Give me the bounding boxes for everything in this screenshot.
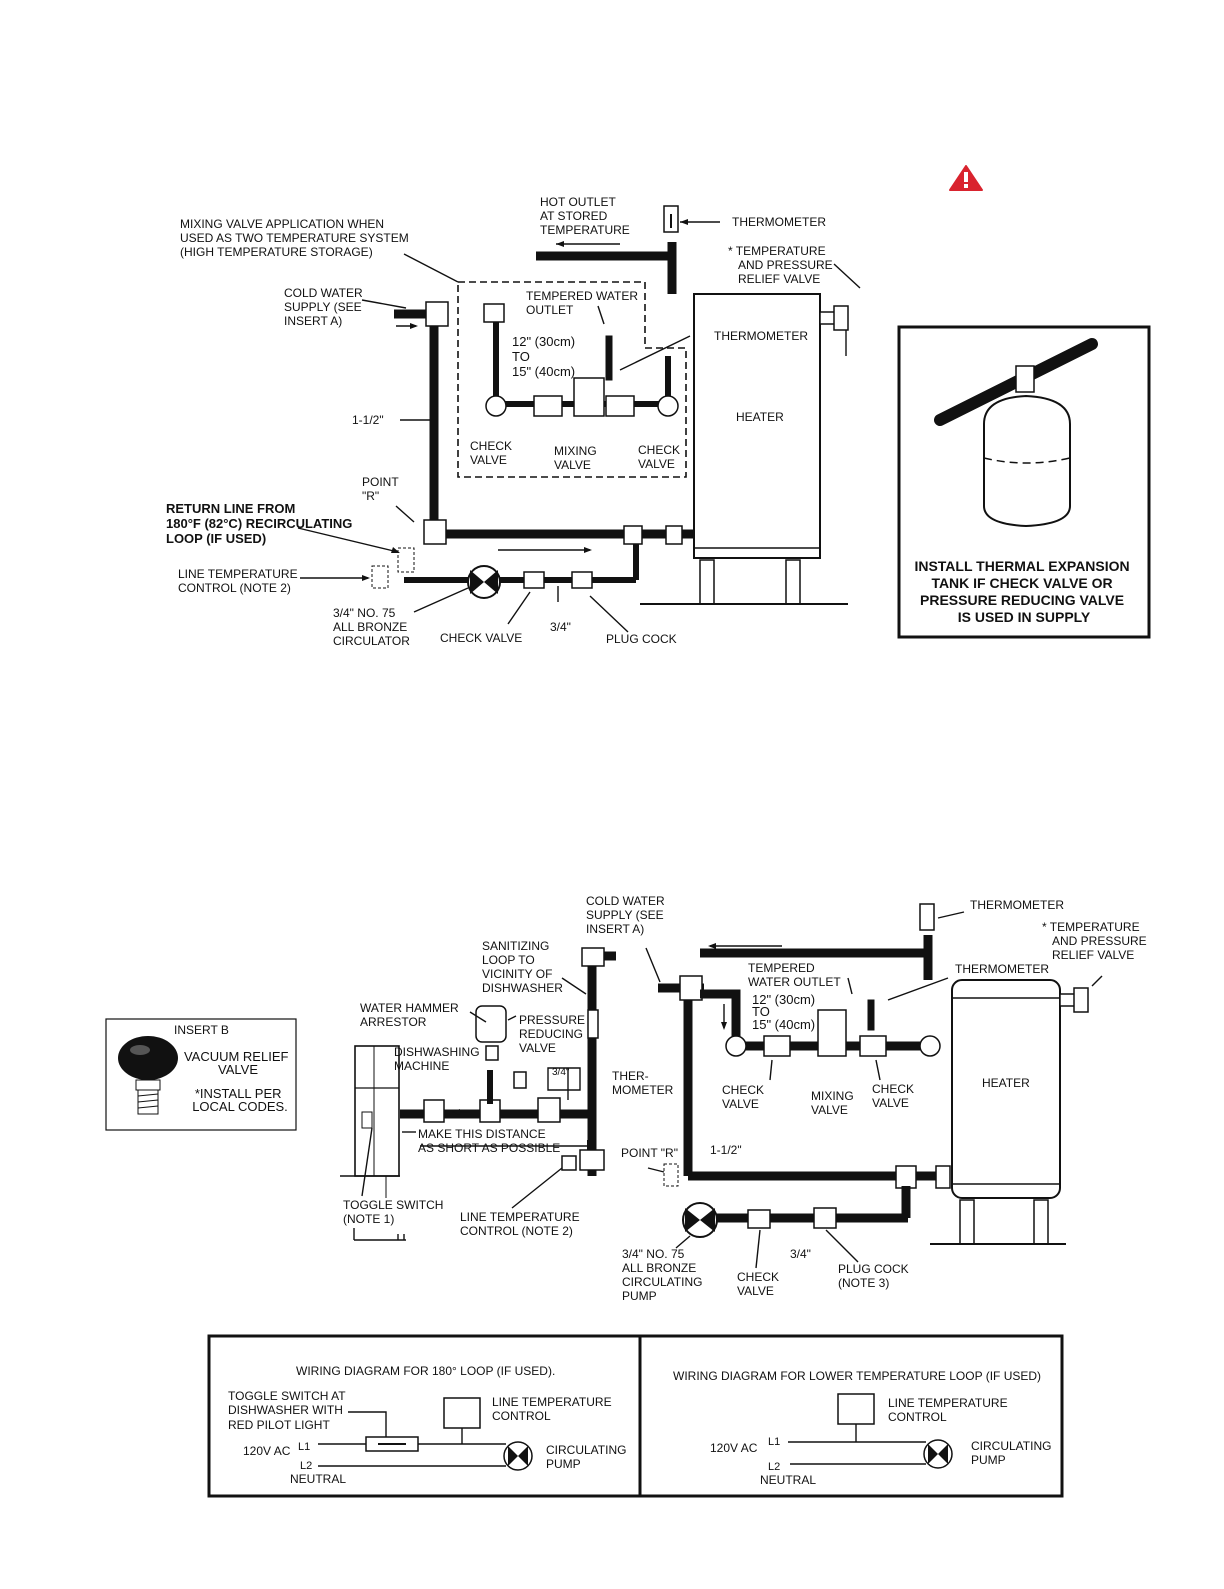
warning-icon (949, 165, 983, 191)
heater-tank-2 (930, 979, 1066, 1245)
check-valve-right-label: CHECK VALVE (638, 443, 683, 471)
return-line-label: RETURN LINE FROM 180°F (82°C) RECIRCULAT… (166, 501, 356, 546)
insert-b-vacuum-relief: INSERT B VACUUM RELIEF VALVE *INSTALL PE… (105, 1018, 297, 1131)
wiring-left-l1: L1 (298, 1441, 310, 1453)
mixing-valve-icon (817, 1009, 847, 1057)
check-valve-bottom-label: CHECK VALVE (440, 631, 522, 645)
dishwashing-machine-label: DISHWASHING MACHINE (394, 1045, 483, 1073)
circulating-pump-icon (503, 1441, 533, 1471)
plug-cock-icon (571, 571, 593, 589)
wiring-right-title: WIRING DIAGRAM FOR LOWER TEMPERATURE LOO… (673, 1369, 1041, 1383)
wiring-left-toggle-label: TOGGLE SWITCH AT DISHWASHER WITH RED PIL… (228, 1389, 349, 1432)
mixing-valve-boundary (457, 281, 687, 478)
plug-cock-label: PLUG COCK (606, 632, 677, 646)
vacuum-relief-valve-icon (118, 1036, 178, 1115)
distance-label: 12" (30cm) TO 15" (40cm) (512, 334, 579, 379)
distance-2-label: 12" (30cm) TO 15" (40cm) (752, 992, 819, 1032)
wiring-right-l1: L1 (768, 1436, 780, 1448)
wiring-left-control-label: LINE TEMPERATURE CONTROL (492, 1395, 615, 1423)
plug-cock-2-label: PLUG COCK (NOTE 3) (838, 1262, 912, 1290)
three-quarter-label: 3/4" (550, 620, 571, 634)
point-r-label: POINT "R" (362, 475, 402, 503)
circulator-label: 3/4" NO. 75 ALL BRONZE CIRCULATOR (333, 606, 411, 648)
circulator-icon (467, 565, 501, 599)
wiring-right-neutral: NEUTRAL (760, 1473, 816, 1487)
install-note-label: *INSTALL PER LOCAL CODES. (192, 1086, 288, 1114)
check-valve-icon (523, 571, 545, 589)
thermometer-icon (919, 903, 935, 931)
wiring-right-pump-label: CIRCULATING PUMP (971, 1439, 1055, 1467)
insert-a-expansion-tank: INSTALL THERMAL EXPANSION TANK IF CHECK … (897, 325, 1151, 639)
pipe-size-label: 1-1/2" (352, 413, 384, 427)
mixing-valve-label: MIXING VALVE (554, 444, 600, 472)
wiring-left-pump-label: CIRCULATING PUMP (546, 1443, 630, 1471)
wiring-left-voltage: 120V AC (243, 1444, 291, 1458)
insert-b-title: INSERT B (174, 1023, 229, 1037)
mixing-valve-2-label: MIXING VALVE (811, 1089, 857, 1117)
plug-cock-icon (813, 1207, 837, 1229)
line-temp-control-label: LINE TEMPERATURE CONTROL (NOTE 2) (178, 567, 301, 595)
three-quarter-bottom-label: 3/4" (790, 1247, 811, 1261)
check-valve-icon (533, 395, 563, 417)
check-valve-icon (605, 395, 635, 417)
wiring-diagrams: WIRING DIAGRAM FOR 180° LOOP (IF USED). … (207, 1334, 1064, 1498)
relief-valve-icon (1073, 987, 1089, 1013)
make-distance-label: MAKE THIS DISTANCE AS SHORT AS POSSIBLE (418, 1127, 560, 1155)
tp-relief-label: * TEMPERATURE AND PRESSURE RELIEF VALVE (728, 244, 836, 286)
tempered-outlet-2-label: TEMPERED WATER OUTLET (748, 961, 841, 989)
mixing-valve-icon (573, 377, 605, 417)
line-temp-control-box (837, 1393, 875, 1425)
pressure-reducing-label: PRESSURE REDUCING VALVE (519, 1013, 588, 1055)
heater-2-label: HEATER (982, 1076, 1030, 1090)
tempered-outlet-label: TEMPERED WATER OUTLET (526, 289, 641, 317)
cold-water-supply-2-label: COLD WATER SUPPLY (SEE INSERT A) (586, 894, 668, 936)
point-r-2-label: POINT "R" (621, 1146, 678, 1160)
wiring-right-l2: L2 (768, 1461, 780, 1473)
thermometer-icon (587, 1009, 599, 1039)
thermometer-label: THERMOMETER (732, 215, 826, 229)
heater-thermometer-2-label: THERMOMETER (955, 962, 1049, 976)
circulating-pump-label: 3/4" NO. 75 ALL BRONZE CIRCULATING PUMP (622, 1247, 706, 1303)
check-valve-icon (859, 1035, 887, 1057)
wiring-right-control-label: LINE TEMPERATURE CONTROL (888, 1396, 1011, 1424)
line-temp-control-2-label: LINE TEMPERATURE CONTROL (NOTE 2) (460, 1210, 583, 1238)
tp-relief-2-label: * TEMPERATURE AND PRESSURE RELIEF VALVE (1042, 920, 1150, 962)
heater-tank-1 (640, 293, 848, 605)
thermometer-2-label: THERMOMETER (970, 898, 1064, 912)
circulating-pump-icon (923, 1439, 953, 1469)
wiring-left-title: WIRING DIAGRAM FOR 180° LOOP (IF USED). (296, 1364, 555, 1378)
wiring-right-voltage: 120V AC (710, 1441, 758, 1455)
heater-label: HEATER (736, 410, 784, 424)
water-hammer-label: WATER HAMMER ARRESTOR (360, 1001, 462, 1029)
wiring-left-l2: L2 (300, 1460, 312, 1472)
pipe-size-2-label: 1-1/2" (710, 1143, 742, 1157)
pressure-reducing-valve-icon (475, 1005, 507, 1043)
vacuum-relief-label: VACUUM RELIEF VALVE (184, 1049, 292, 1077)
expansion-tank-icon (983, 394, 1071, 528)
check-valve-right-2-label: CHECK VALVE (872, 1082, 917, 1110)
check-valve-bottom-2-label: CHECK VALVE (737, 1270, 782, 1298)
toggle-switch-label: TOGGLE SWITCH (NOTE 1) (343, 1198, 447, 1226)
figure-1-two-temperature-system: MIXING VALVE APPLICATION WHEN USED AS TW… (166, 195, 861, 648)
heater-thermometer-label: THERMOMETER (714, 329, 808, 343)
mixing-valve-application-label: MIXING VALVE APPLICATION WHEN USED AS TW… (180, 217, 412, 259)
check-valve-icon (747, 1209, 771, 1229)
check-valve-left-2-label: CHECK VALVE (722, 1083, 767, 1111)
check-valve-left-label: CHECK VALVE (470, 439, 515, 467)
sanitizing-loop-label: SANITIZING LOOP TO VICINITY OF DISHWASHE… (482, 939, 563, 995)
three-quarter-top-label: 3/4" (552, 1067, 570, 1078)
wiring-left-neutral: NEUTRAL (290, 1472, 346, 1486)
hot-outlet-label: HOT OUTLET AT STORED TEMPERATURE (540, 195, 630, 237)
figure-2-dishwasher-system: COLD WATER SUPPLY (SEE INSERT A) THERMOM… (340, 894, 1150, 1303)
insert-a-caption: INSTALL THERMAL EXPANSION TANK IF CHECK … (914, 558, 1133, 625)
thermometer-side-label: THER- MOMETER (612, 1069, 674, 1097)
line-temp-control-box (443, 1397, 481, 1429)
cold-water-supply-label: COLD WATER SUPPLY (SEE INSERT A) (284, 286, 366, 328)
dishwashing-machine-icon (340, 1045, 400, 1198)
relief-valve-icon (833, 305, 849, 331)
circulating-pump-icon (682, 1202, 718, 1238)
check-valve-icon (763, 1035, 791, 1057)
